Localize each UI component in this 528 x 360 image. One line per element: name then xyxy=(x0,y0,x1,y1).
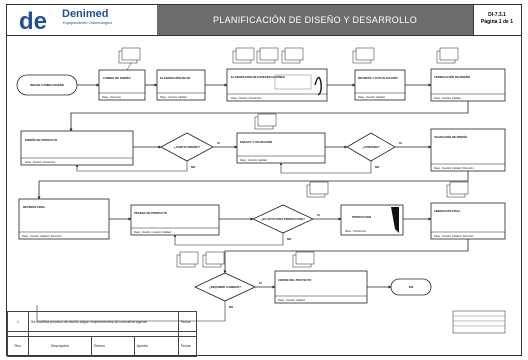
company-name: Denimed xyxy=(62,8,109,20)
col-rev: Rev. xyxy=(7,335,29,358)
revision-number: 1 xyxy=(7,310,29,333)
decision-apto-produccion: ¿ES APTO PARA PRODUCCIÓN? SI NO xyxy=(252,204,320,241)
svg-text:¿APRUEBA?: ¿APRUEBA? xyxy=(362,145,380,149)
flowchart: INICIAR CAMBIO DISEÑO CAMBIO DE DISEÑO R… xyxy=(16,47,506,334)
svg-text:Resp.: Gestión Calidad / Direc: Resp.: Gestión Calidad / Dirección xyxy=(434,166,474,170)
col-aprobo: Aprobó xyxy=(133,335,179,358)
process-especificaciones: ELABORACIÓN DE ESPECIFICACIONES Resp.: D… xyxy=(226,68,328,102)
svg-text:NO: NO xyxy=(191,165,196,169)
svg-text:Resp.: Gestión Calidad / Direc: Resp.: Gestión Calidad / Dirección xyxy=(434,234,474,238)
svg-text:NO: NO xyxy=(287,237,292,241)
process-elaboracion-od: ELABORACIÓN DE OD Resp.: Gestión Calidad xyxy=(156,69,206,101)
company-logo-icon: de xyxy=(19,8,47,32)
svg-text:Resp.: Diseño / Gestión Calida: Resp.: Diseño / Gestión Calidad xyxy=(134,230,171,234)
svg-text:ENSAYO Y VALIDACIÓN: ENSAYO Y VALIDACIÓN xyxy=(240,139,272,144)
document-icon-group-2 xyxy=(254,113,277,130)
svg-text:¿ES APTO PARA PRODUCCIÓN?: ¿ES APTO PARA PRODUCCIÓN? xyxy=(261,216,305,221)
svg-text:Resp.: Diseño / Desarrollo: Resp.: Diseño / Desarrollo xyxy=(25,160,56,164)
svg-text:SI: SI xyxy=(217,141,220,145)
process-ensayo-validacion: ENSAYO Y VALIDACIÓN Resp.: Gestión Calid… xyxy=(236,132,326,164)
process-liberacion-final: LIBERACIÓN FINAL Resp.: Gestión Calidad … xyxy=(430,202,506,240)
process-revision: REVISIÓN Y ACTUALIZACIÓN Resp.: Gestión … xyxy=(354,69,406,101)
revision-description: Se modifica proceso de diseño según requ… xyxy=(28,310,179,333)
svg-text:ELABORACIÓN DE ESPECIFICACIONE: ELABORACIÓN DE ESPECIFICACIONES xyxy=(231,74,285,79)
svg-text:SI: SI xyxy=(259,281,262,285)
svg-text:VALIDACIÓN DE DISEÑO: VALIDACIÓN DE DISEÑO xyxy=(434,134,468,139)
document-page: de Denimed Equipamiento Odontológico PLA… xyxy=(6,4,522,358)
svg-text:Resp.: Gestión Calidad: Resp.: Gestión Calidad xyxy=(240,158,267,162)
process-cierre-proyecto: CIERRE DEL PROYECTO Resp.: Gestión Calid… xyxy=(274,270,368,304)
logo: de Denimed Equipamiento Odontológico xyxy=(7,5,158,35)
svg-text:Resp.: Gerencia: Resp.: Gerencia xyxy=(102,95,121,99)
svg-text:Resp.: Gestión Calidad: Resp.: Gestión Calidad xyxy=(358,95,385,99)
start-label: INICIAR CAMBIO DISEÑO xyxy=(30,82,65,87)
process-validacion: VALIDACIÓN DE DISEÑO Resp.: Gestión Cali… xyxy=(430,128,506,172)
svg-text:DISEÑO DE PRODUCTO: DISEÑO DE PRODUCTO xyxy=(25,137,58,142)
process-diseno-producto: DISEÑO DE PRODUCTO Resp.: Diseño / Desar… xyxy=(20,130,134,166)
col-desc: Descripción xyxy=(27,335,93,358)
revision-table: 1 Se modifica proceso de diseño según re… xyxy=(7,310,198,358)
col-fecha: Fecha xyxy=(177,335,198,358)
svg-text:CAMBIO DE DISEÑO: CAMBIO DE DISEÑO xyxy=(103,75,131,80)
svg-text:PRODUCCIÓN: PRODUCCIÓN xyxy=(352,214,371,219)
svg-text:REVISIÓN FINAL: REVISIÓN FINAL xyxy=(23,204,46,209)
process-produccion: PRODUCCIÓN Resp.: Producción xyxy=(340,204,404,236)
svg-text:PRUEBA DE PRODUCTO: PRUEBA DE PRODUCTO xyxy=(134,211,168,215)
svg-text:Resp.: Gestión Calidad: Resp.: Gestión Calidad xyxy=(434,96,461,100)
document-code: DI-7.3.1 xyxy=(488,12,506,18)
svg-text:Resp.: Diseño / Desarrollo: Resp.: Diseño / Desarrollo xyxy=(231,96,262,100)
col-reviso: Revisó xyxy=(91,335,135,358)
svg-text:LIBERACIÓN FINAL: LIBERACIÓN FINAL xyxy=(434,208,461,213)
process-cambio-diseno: CAMBIO DE DISEÑO Resp.: Gerencia xyxy=(98,69,146,101)
process-verificacion: VERIFICACIÓN DE DISEÑO Resp.: Gestión Ca… xyxy=(430,68,506,102)
svg-text:CIERRE DEL PROYECTO: CIERRE DEL PROYECTO xyxy=(278,278,312,282)
svg-text:SI: SI xyxy=(317,213,320,217)
process-revision-final: REVISIÓN FINAL Resp.: Gestión Calidad / … xyxy=(18,198,110,240)
document-code-box: DI-7.3.1 Página 1 de 1 xyxy=(473,5,521,35)
svg-text:¿ACEPTA DISEÑO?: ¿ACEPTA DISEÑO? xyxy=(174,144,200,149)
decision-requiere-cambios: ¿REQUIERE CAMBIOS? SI NO xyxy=(194,272,262,309)
svg-text:VERIFICACIÓN DE DISEÑO: VERIFICACIÓN DE DISEÑO xyxy=(434,74,471,79)
revision-date: Fecha xyxy=(177,310,198,333)
svg-text:ELABORACIÓN DE OD: ELABORACIÓN DE OD xyxy=(160,75,190,80)
document-header: de Denimed Equipamiento Odontológico PLA… xyxy=(7,5,521,36)
svg-text:FIN: FIN xyxy=(409,285,414,289)
decision-aprueba: ¿APRUEBA? SI NO xyxy=(346,132,402,169)
svg-text:REVISIÓN Y ACTUALIZACIÓN: REVISIÓN Y ACTUALIZACIÓN xyxy=(358,75,398,80)
page-number: Página 1 de 1 xyxy=(481,19,513,25)
svg-text:¿REQUIERE CAMBIOS?: ¿REQUIERE CAMBIOS? xyxy=(209,285,241,289)
svg-text:de: de xyxy=(19,8,47,32)
company-tagline: Equipamiento Odontológico xyxy=(63,20,113,25)
svg-text:NO: NO xyxy=(229,305,234,309)
title-banner: PLANIFICACIÓN DE DISEÑO Y DESARROLLO xyxy=(157,5,474,35)
svg-text:Resp.: Producción: Resp.: Producción xyxy=(345,229,367,233)
start-terminator: INICIAR CAMBIO DISEÑO xyxy=(16,74,78,96)
svg-text:Resp.: Gestión Calidad: Resp.: Gestión Calidad xyxy=(160,95,187,99)
legend-box xyxy=(452,310,506,334)
svg-text:NO: NO xyxy=(375,165,380,169)
document-icon-group-3 xyxy=(306,181,469,198)
document-icon-group-4 xyxy=(176,251,315,268)
signature-scribble xyxy=(314,76,322,96)
decision-acepta-diseno: ¿ACEPTA DISEÑO? SI NO xyxy=(160,132,220,169)
document-title: PLANIFICACIÓN DE DISEÑO Y DESARROLLO xyxy=(212,15,418,25)
svg-text:SI: SI xyxy=(399,141,402,145)
end-terminator: FIN xyxy=(390,278,432,296)
process-prueba-producto: PRUEBA DE PRODUCTO Resp.: Diseño / Gesti… xyxy=(130,204,220,236)
svg-text:Resp.: Gestión Calidad: Resp.: Gestión Calidad xyxy=(278,298,305,302)
svg-text:Resp.: Gestión Calidad / Direc: Resp.: Gestión Calidad / Dirección xyxy=(22,234,62,238)
document-icon-group-1 xyxy=(118,47,459,71)
